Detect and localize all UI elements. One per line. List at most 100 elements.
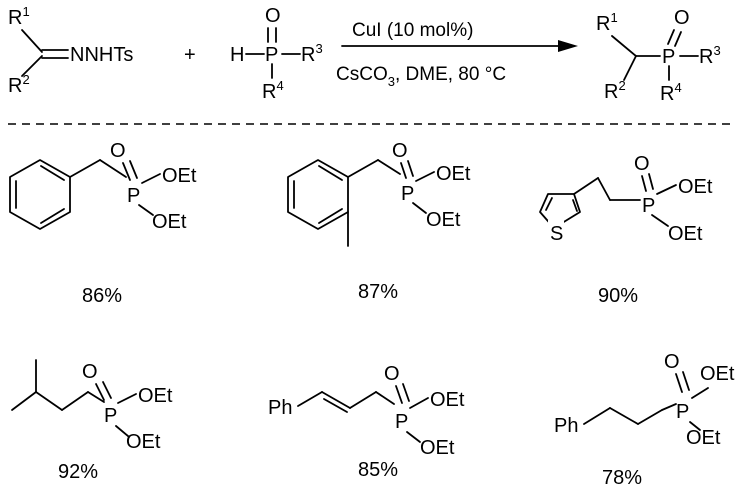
oet-label: OEt xyxy=(138,385,173,407)
product-4-structure: P O OEt OEt xyxy=(11,359,173,453)
conditions-rest: , DME, 80 °C xyxy=(395,64,506,85)
bond xyxy=(377,159,401,175)
oet-label: OEt xyxy=(420,437,455,459)
benzene-ring xyxy=(9,159,71,230)
r4-label: R xyxy=(660,83,674,105)
bond xyxy=(69,159,101,178)
p-atom: P xyxy=(127,185,140,207)
p-atom: P xyxy=(265,44,278,66)
phenyl-label: Ph xyxy=(554,415,578,437)
oet-label: OEt xyxy=(700,363,735,385)
double-bond xyxy=(321,391,351,409)
double-bond xyxy=(641,175,647,192)
r3-superscript: 3 xyxy=(315,41,322,56)
bond xyxy=(691,387,709,399)
bond xyxy=(609,407,639,425)
oet-label: OEt xyxy=(436,163,471,185)
oet-label: OEt xyxy=(430,389,465,411)
product-3-yield: 90% xyxy=(598,285,638,307)
p-atom: P xyxy=(642,195,655,217)
bond xyxy=(412,202,427,214)
oet-label: OEt xyxy=(152,211,187,233)
h-atom: H xyxy=(230,44,244,66)
bond xyxy=(117,393,137,404)
r3-superscript: 3 xyxy=(713,43,720,58)
svg-text:R3: R3 xyxy=(301,41,323,66)
double-bond xyxy=(667,29,675,45)
double-bond xyxy=(675,373,683,393)
bond xyxy=(637,409,663,425)
p-atom: P xyxy=(676,401,689,423)
r4-superscript: 4 xyxy=(276,78,283,93)
reaction-arrow-group: CuI (10 mol%) CsCO3, DME, 80 °C xyxy=(336,20,578,89)
double-bond xyxy=(129,160,138,179)
bond xyxy=(623,55,637,81)
reactant-phosphine-oxide: H P O R3 R4 xyxy=(230,5,323,103)
oet-label: OEt xyxy=(162,165,197,187)
o-atom: O xyxy=(82,361,98,383)
hydrazone-label: NNHTs xyxy=(70,44,133,66)
benzene-ring xyxy=(287,159,349,230)
bond xyxy=(11,391,37,411)
bond xyxy=(115,425,129,437)
label-mask xyxy=(548,220,564,240)
oet-label: OEt xyxy=(678,176,713,198)
o-atom: O xyxy=(384,363,400,385)
product-6-structure: Ph P O OEt OEt xyxy=(554,351,735,449)
bond xyxy=(573,177,599,195)
bond xyxy=(583,407,611,425)
product-3-structure: S P O OEt OEt xyxy=(539,153,713,245)
double-bond xyxy=(395,385,403,404)
product-5-structure: Ph P O OEt OEt xyxy=(268,363,465,459)
product-2-yield: 87% xyxy=(358,281,398,303)
aromatic-bond xyxy=(318,165,343,181)
base-subscript: 3 xyxy=(388,74,395,89)
r3-label: R xyxy=(301,44,315,66)
double-bond xyxy=(400,162,407,179)
double-bond xyxy=(402,383,410,402)
product-4-yield: 92% xyxy=(58,461,98,483)
arrow-head xyxy=(558,40,578,52)
plus-sign: + xyxy=(184,44,196,66)
double-bond xyxy=(95,383,105,401)
svg-text:R4: R4 xyxy=(262,78,284,103)
bond xyxy=(689,421,701,431)
r1-superscript: 1 xyxy=(22,4,29,19)
aromatic-bond xyxy=(40,208,65,224)
bond xyxy=(611,35,637,57)
bond xyxy=(35,391,63,411)
double-bond xyxy=(407,160,414,177)
bond xyxy=(347,159,379,178)
svg-text:R2: R2 xyxy=(8,72,30,97)
p-atom: P xyxy=(401,183,414,205)
bond xyxy=(61,391,89,411)
r1-superscript: 1 xyxy=(610,10,617,25)
r2-label: R xyxy=(604,81,618,103)
bond xyxy=(21,55,43,77)
o-atom: O xyxy=(265,5,281,27)
bond xyxy=(99,159,127,178)
o-atom: O xyxy=(664,351,680,373)
oet-label: OEt xyxy=(686,427,721,449)
r4-label: R xyxy=(262,81,276,103)
r2-superscript: 2 xyxy=(618,78,625,93)
r2-superscript: 2 xyxy=(22,72,29,87)
bond xyxy=(415,171,435,182)
catalyst-label: CuI (10 mol%) xyxy=(352,20,473,41)
product-general: R1 R2 P O R3 R4 xyxy=(596,7,721,105)
bond xyxy=(409,397,429,409)
r2-label: R xyxy=(8,75,22,97)
thiophene-ring xyxy=(539,193,581,229)
svg-text:R1: R1 xyxy=(596,10,618,35)
p-atom: P xyxy=(662,46,675,68)
double-bond xyxy=(648,173,654,190)
bond xyxy=(21,29,43,53)
bond xyxy=(138,204,154,216)
oet-label: OEt xyxy=(426,209,461,231)
o-atom: O xyxy=(674,7,690,29)
aromatic-bond xyxy=(40,165,65,181)
svg-text:R3: R3 xyxy=(699,43,721,68)
svg-text:R4: R4 xyxy=(660,80,682,105)
r1-label: R xyxy=(596,13,610,35)
